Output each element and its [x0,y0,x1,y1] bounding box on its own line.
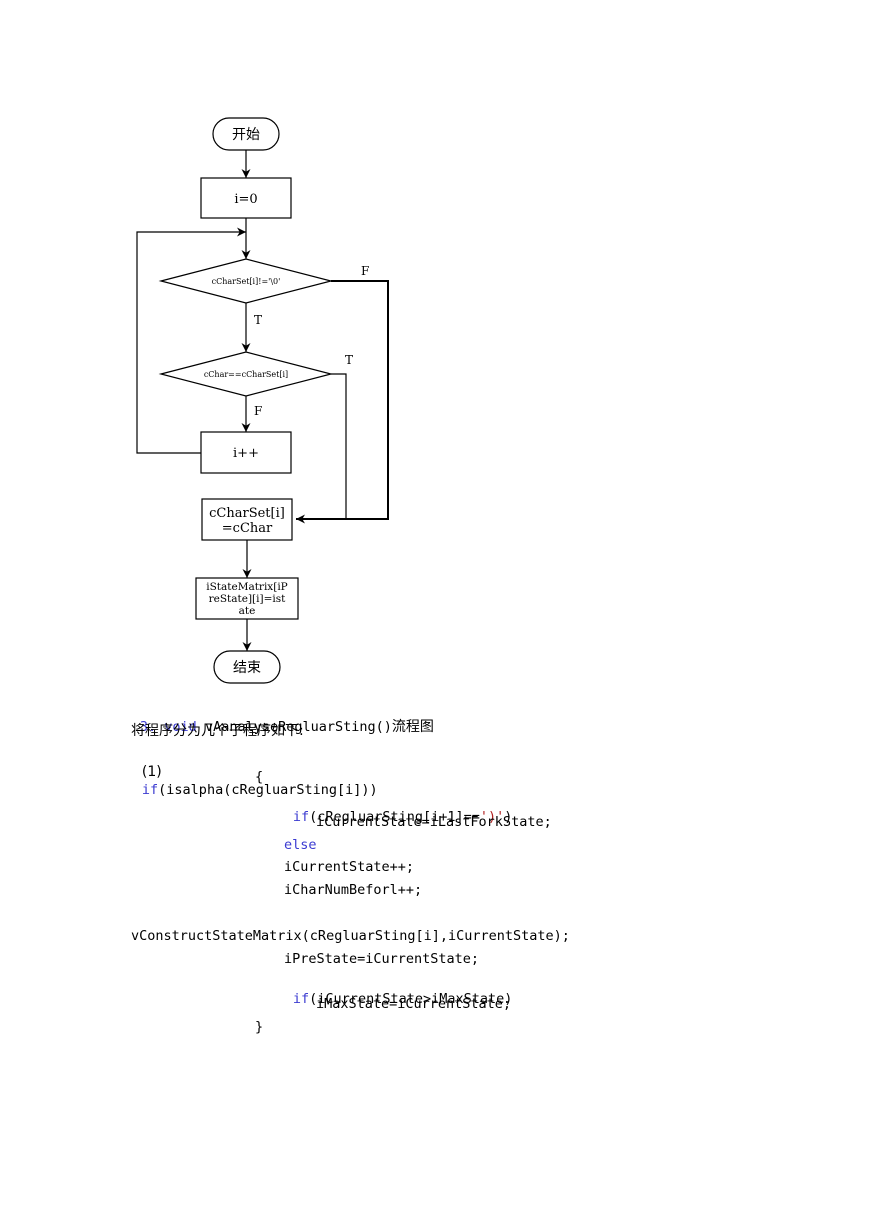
code-line-4: iCurrentState=iLastForkState; [316,814,552,830]
end-label: 结束 [233,660,261,676]
true-label-1: T [254,313,262,327]
heading-suffix: 流程图 [391,719,434,735]
increment-label: i++ [233,446,259,461]
assign-label-line-1: cCharSet[i] [209,506,285,521]
item-label: (1) [141,764,162,780]
increment-box [200,431,292,474]
code-line-12: } [255,1019,264,1035]
matrix-label-line-1: iStateMatrix[iP [206,581,288,593]
code-text: (cRegluarSting[i+1]== [309,809,480,825]
matrix-label-line-3: ate [239,605,256,617]
end-terminal [213,650,281,684]
code-line-1: (1) if(isalpha(cRegluarSting[i])) [133,745,378,799]
start-label: 开始 [232,127,260,143]
code-line-7: iCharNumBeforl++; [284,882,423,898]
code-text: ) [504,809,513,825]
true-branch-line [331,373,347,519]
code-line-11: iMaxState=iCurrentState; [316,996,512,1012]
code-line-8: vConstructStateMatrix(cRegluarSting[i],i… [131,928,570,944]
code-line-5: else [284,837,317,853]
condition-2-label: cChar==cCharSet[i] [204,370,288,379]
flowchart: 开始 i=0 cCharSet[i]!='\0' F T cChar==cCha… [136,117,389,684]
code-line-3: if(cRegluarSting[i+1]==')') [284,790,512,826]
false-label-2: F [254,404,262,418]
heading-function: vAanalyseRegluarSting() [196,719,392,735]
intro-text: 将程序分为几个子程序如下: [131,723,304,739]
code-text: (iCurrentState>iMaxState) [309,991,513,1007]
heading-keyword: void [164,719,197,735]
code-string: ')' [479,809,505,825]
false-label-1: F [361,264,369,278]
init-label: i=0 [234,192,257,207]
init-box [200,177,292,219]
condition-1-label: cCharSet[i]!='\0' [212,277,281,286]
code-keyword: if [141,782,159,798]
code-line-10: if(iCurrentState>iMaxState) [284,972,512,1008]
section-heading: 3. void vAanalyseRegluarSting()流程图 [131,700,434,736]
code-line-9: iPreState=iCurrentState; [284,951,480,967]
assign-label-line-2: =cChar [222,521,273,536]
matrix-box [195,577,299,620]
code-line-2: { [255,769,264,785]
loop-back-line [136,227,246,454]
code-keyword: if [292,991,310,1007]
code-text: (isalpha(cRegluarSting[i])) [158,782,378,798]
matrix-label-line-2: reState][i]=ist [209,593,287,605]
code-keyword: if [292,809,310,825]
code-line-6: iCurrentState++; [284,859,415,875]
false-branch-line [296,280,389,524]
heading-number: 3. [139,719,165,735]
true-label-2: T [345,353,353,367]
